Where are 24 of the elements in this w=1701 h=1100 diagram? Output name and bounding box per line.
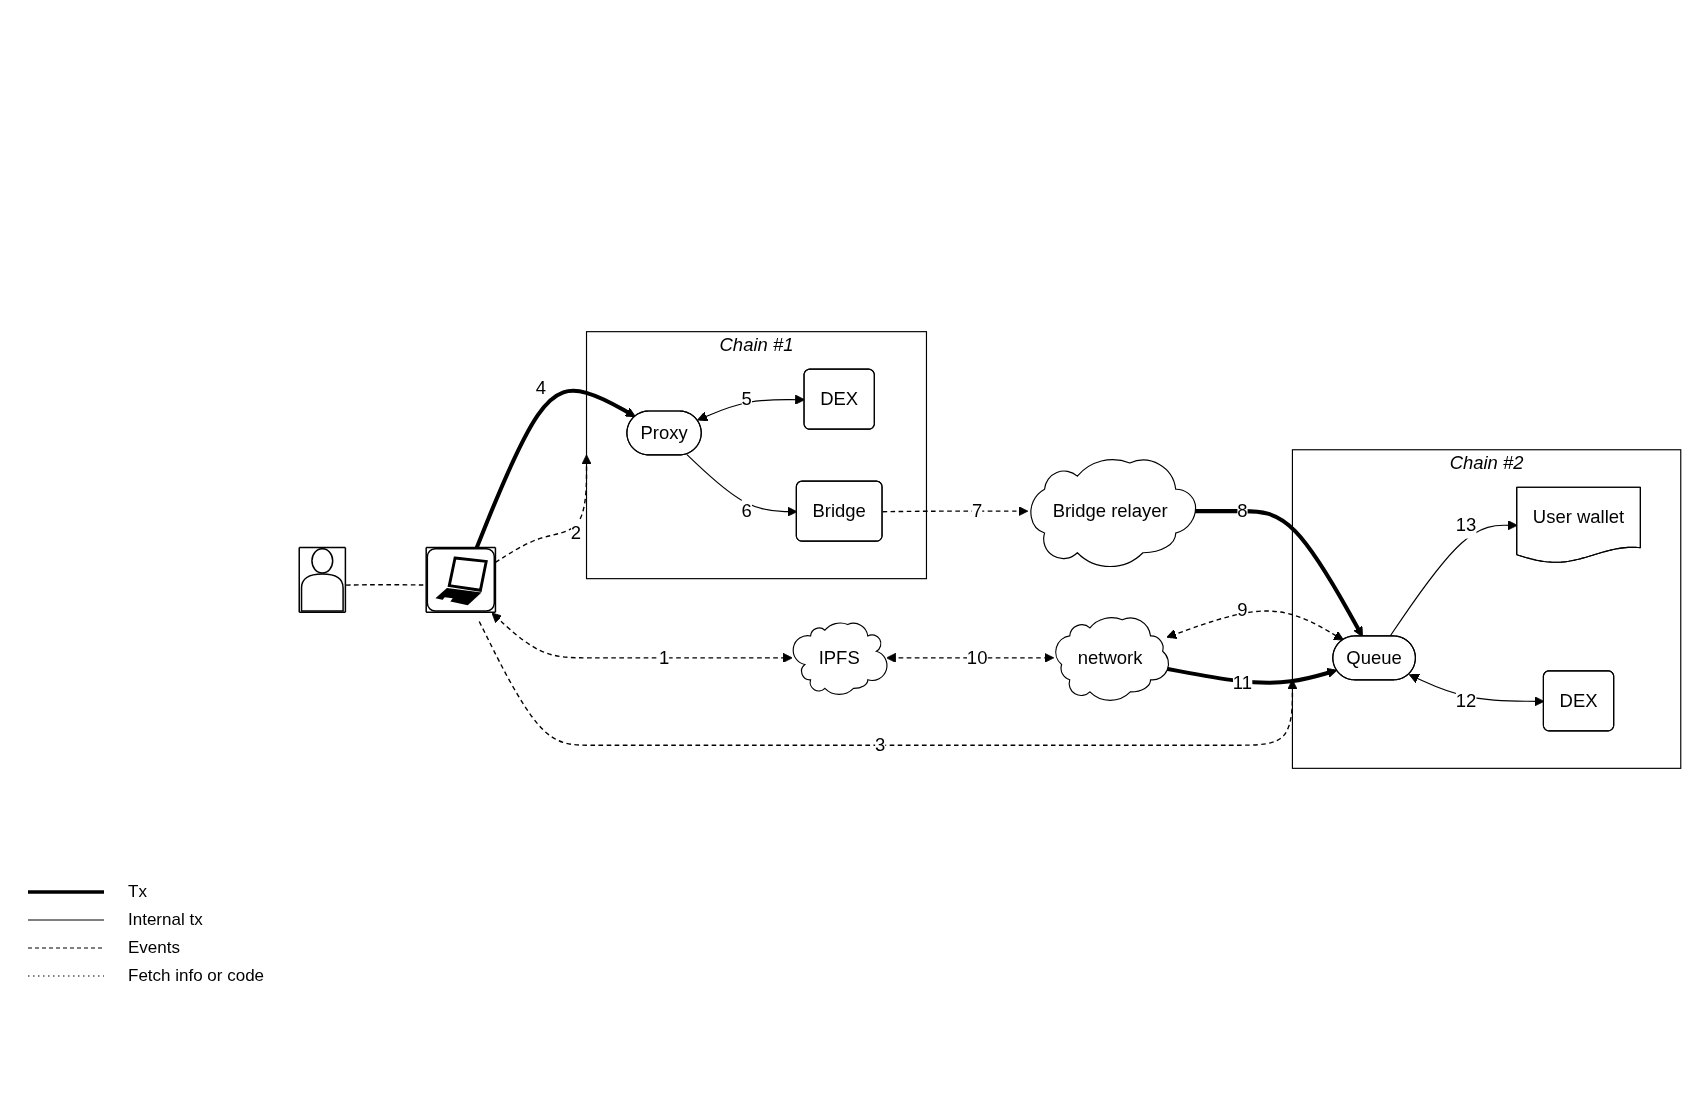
edge-label: 10: [966, 647, 988, 668]
legend-label: Fetch info or code: [128, 966, 265, 986]
legend-label: Internal tx: [128, 910, 203, 930]
arrow: [494, 454, 592, 564]
edge-label: 11: [1232, 672, 1253, 693]
arrow: [1166, 610, 1344, 641]
edge-label: 13: [1455, 514, 1477, 535]
edge-label: 12: [1455, 690, 1477, 711]
edge-label: 3: [875, 734, 886, 755]
arrow: [1166, 666, 1338, 685]
arrow: [474, 388, 636, 549]
arrow: [491, 612, 793, 663]
arrow: [886, 652, 1055, 663]
edge-label: 7: [971, 500, 983, 521]
edge-label: 8: [1237, 500, 1248, 521]
edge-label: 2: [570, 522, 582, 543]
legend-label: Events: [128, 938, 180, 958]
edge-label: 1: [658, 647, 670, 668]
arrow: [478, 620, 1298, 746]
edge-label: 9: [1237, 599, 1248, 620]
edge-label: 5: [741, 388, 752, 409]
legend-label: Tx: [128, 882, 147, 902]
edge-label: 4: [535, 378, 547, 398]
edge-label: 6: [741, 500, 752, 521]
